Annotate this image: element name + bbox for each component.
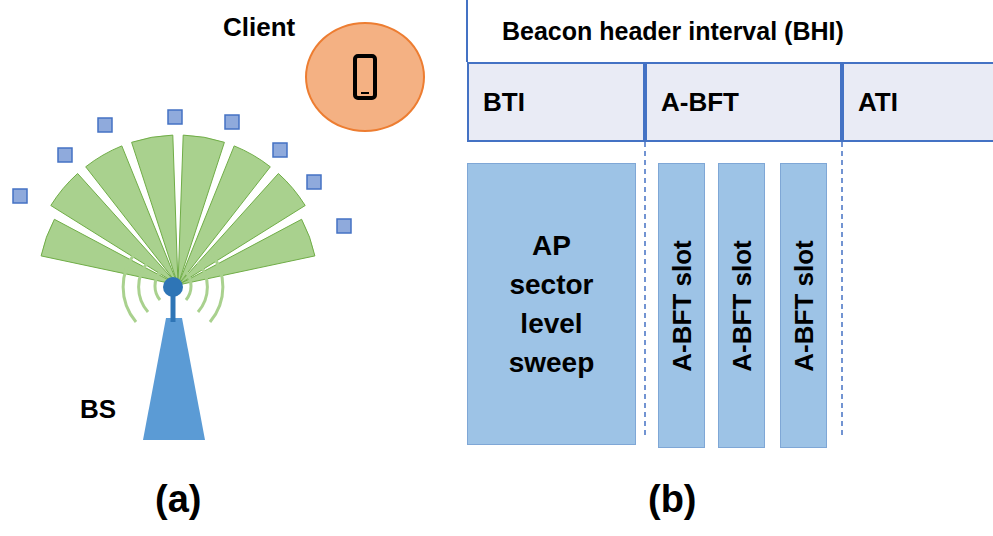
antenna-head [163,277,183,297]
bhi-left-line [466,0,468,62]
panel-label: (a) [155,478,201,521]
node-text: A-BFT slot [726,240,757,371]
client-circle: Client [305,22,425,132]
node-text: Client [223,12,295,43]
beam-fan [41,135,315,285]
beam [132,135,178,285]
user-squares [13,110,351,233]
radio-waves [123,252,223,322]
interval-cell: ATI [842,62,993,142]
sweep-box: AP sector level sweep [467,163,636,445]
interval-cell: A-BFT [645,62,842,142]
node-text: AP sector level sweep [492,226,612,383]
panel-label: (b) [648,478,697,521]
node-text: BTI [483,87,525,118]
dashed-divider [841,142,843,435]
slot-box: A-BFT slot [780,163,827,448]
interval-cell: BTI [467,62,645,142]
node-text: A-BFT slot [788,240,819,371]
interval-band: Beacon header interval (BHI) BTI A-BFT ATI [467,0,993,142]
node-text: A-BFT [661,87,739,118]
beam [178,219,315,285]
node-text: Beacon header interval (BHI) [502,17,844,46]
tower [143,318,205,440]
phone-icon [351,53,381,103]
dashed-divider [644,142,646,435]
node-text: ATI [858,87,898,118]
slot-box: A-BFT slot [718,163,765,448]
tower-label: BS [80,394,116,425]
slot-box: A-BFT slot [658,163,705,448]
node-text: A-BFT slot [666,240,697,371]
